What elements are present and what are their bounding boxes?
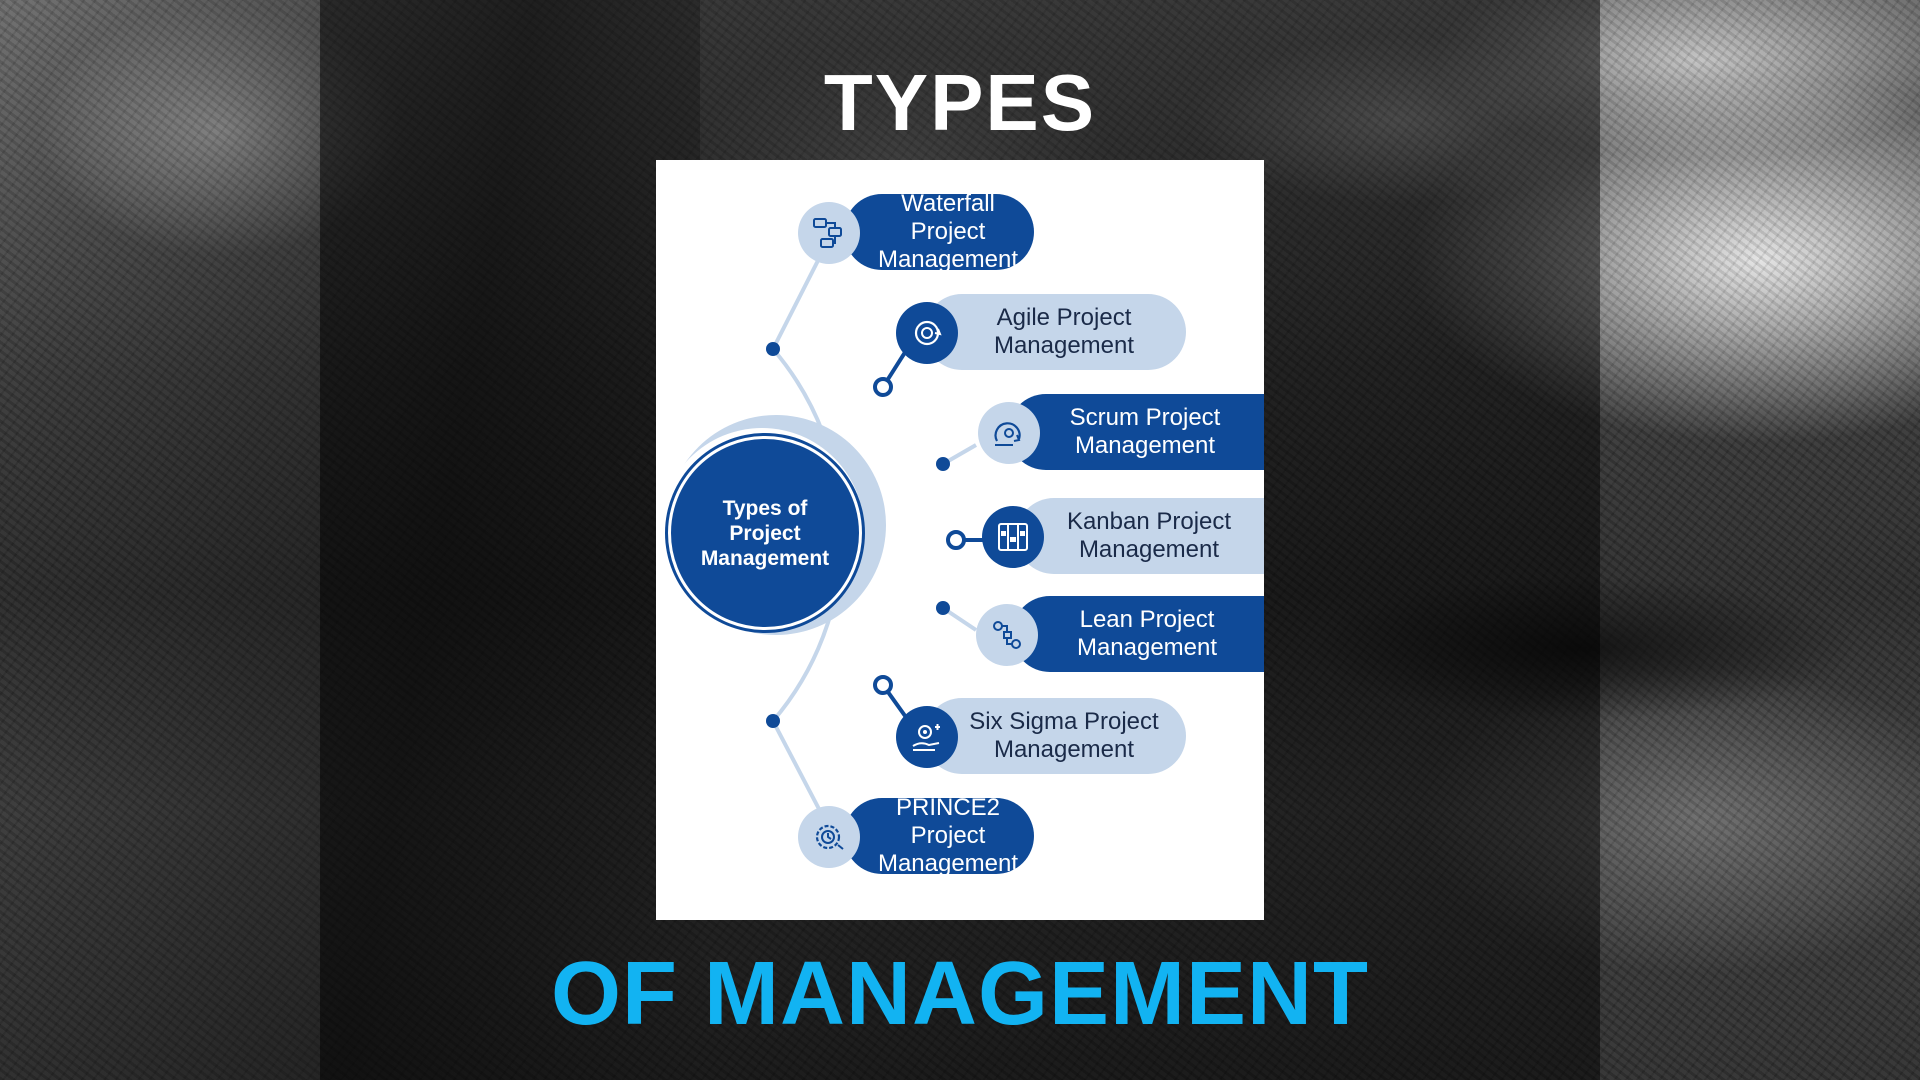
agile-cycle-icon <box>896 302 958 364</box>
process-gears-icon <box>976 604 1038 666</box>
item-waterfall-pill: Waterfall Project Management <box>844 190 1034 273</box>
node-ring <box>873 377 893 397</box>
heading-bottom: OF MANAGEMENT <box>551 944 1369 1044</box>
node-ring <box>946 530 966 550</box>
item-six-sigma-pill: Six Sigma Project Management <box>924 698 1186 774</box>
node-dot <box>936 457 950 471</box>
flowchart-icon <box>798 202 860 264</box>
node-ring <box>873 675 893 695</box>
hand-gear-icon <box>896 706 958 768</box>
sprint-cycle-icon <box>978 402 1040 464</box>
node-dot <box>936 601 950 615</box>
node-dot <box>766 342 780 356</box>
hub-center-label: Types of Project Management <box>668 436 862 630</box>
clock-gear-icon <box>798 806 860 868</box>
heading-top: TYPES <box>823 58 1097 147</box>
item-kanban-pill: Kanban Project Management <box>1016 498 1264 574</box>
item-lean-pill: Lean Project Management <box>1012 596 1264 672</box>
kanban-board-icon <box>982 506 1044 568</box>
item-prince2-pill: PRINCE2 Project Management <box>844 794 1034 877</box>
infographic-card: Types of Project Management Waterfall Pr… <box>656 160 1264 920</box>
item-scrum-pill: Scrum Project Management <box>1008 394 1264 470</box>
node-dot <box>766 714 780 728</box>
item-agile-pill: Agile Project Management <box>924 294 1186 370</box>
